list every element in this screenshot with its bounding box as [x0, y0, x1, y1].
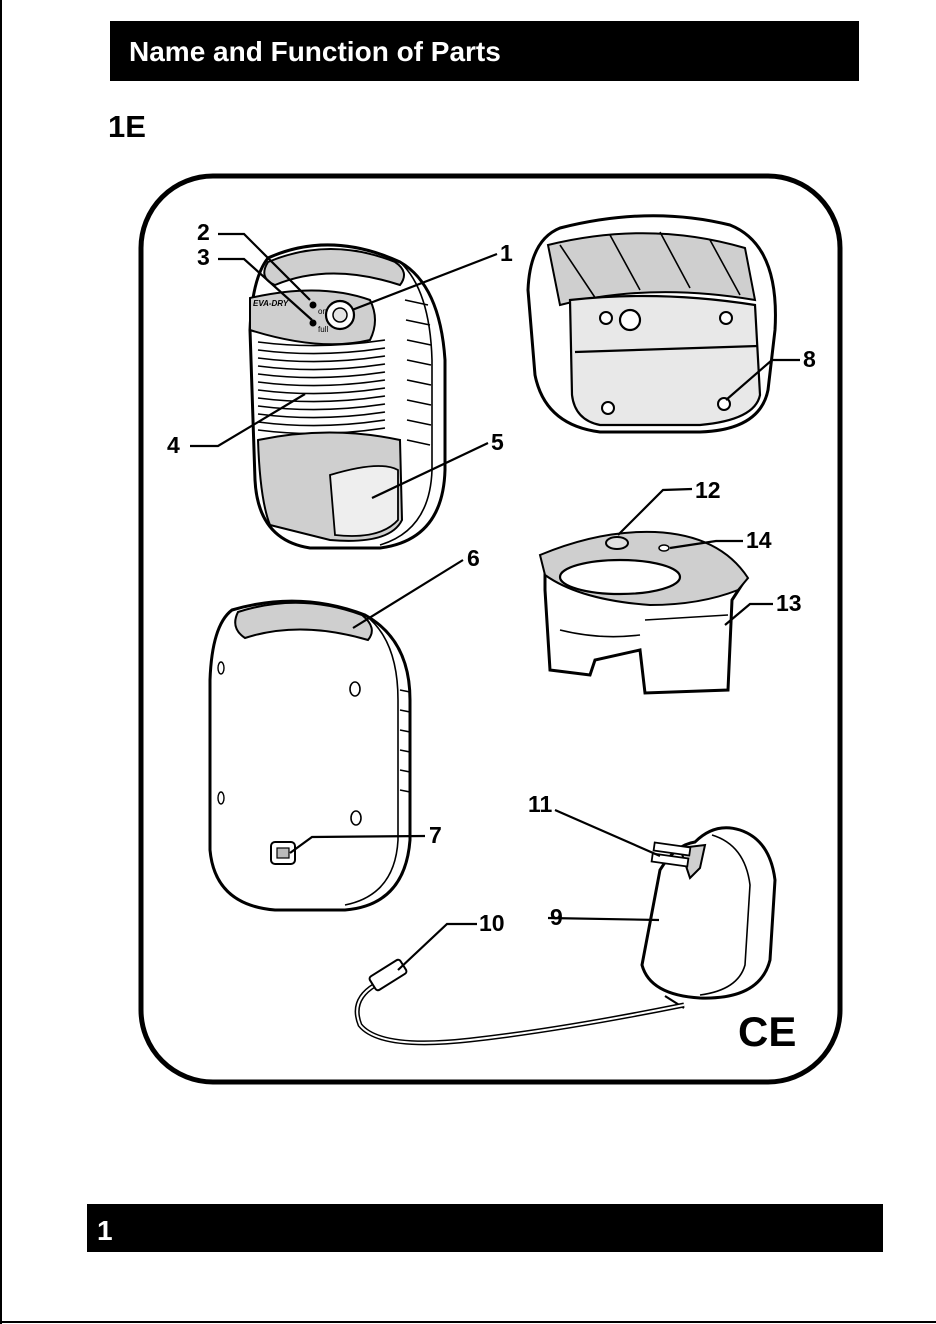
callout-12: 12 [695, 477, 721, 503]
callout-14: 14 [746, 527, 772, 553]
water-tank-illustration [540, 532, 748, 693]
callout-6: 6 [467, 545, 480, 571]
dehumidifier-back-illustration [210, 601, 410, 910]
callout-7: 7 [429, 822, 442, 848]
callout-9: 9 [550, 904, 563, 930]
callout-8: 8 [803, 346, 816, 372]
page-footer: 1 [87, 1204, 883, 1252]
page-number: 1 [97, 1215, 113, 1246]
callout-11: 11 [528, 791, 553, 817]
callout-13: 13 [776, 590, 802, 616]
callout-3: 3 [197, 244, 210, 270]
callout-1: 1 [500, 240, 513, 266]
callout-5: 5 [491, 429, 504, 455]
indicator-full-label: full [318, 325, 328, 334]
power-adapter-illustration [357, 828, 775, 1043]
callout-4: 4 [167, 432, 180, 458]
indicator-on-label: on [318, 307, 327, 316]
dehumidifier-bottom-illustration [528, 216, 775, 432]
callout-10: 10 [479, 910, 505, 936]
callout-2: 2 [197, 219, 210, 245]
ce-mark: CE [738, 1008, 796, 1055]
brand-logo-text: EVA-DRY [253, 299, 289, 308]
